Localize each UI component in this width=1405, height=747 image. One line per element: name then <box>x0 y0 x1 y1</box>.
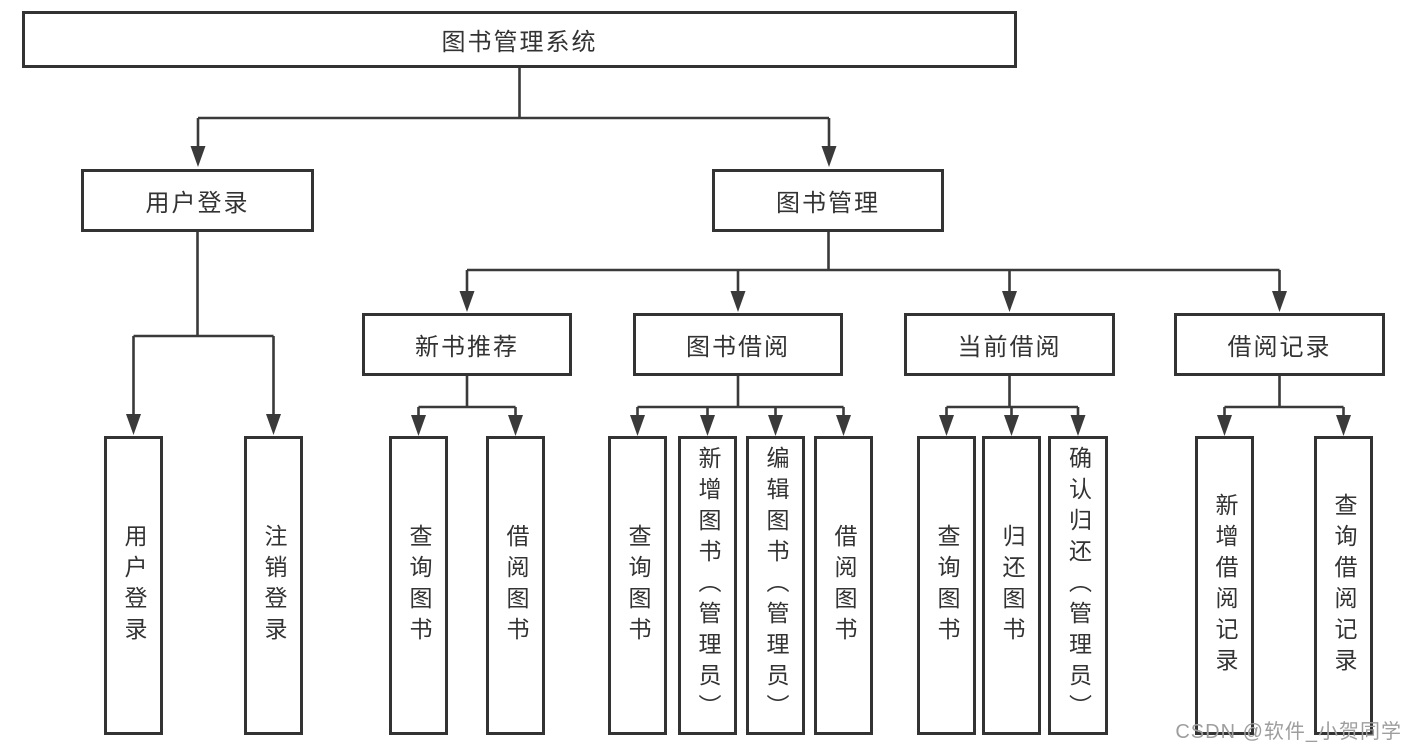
leaf-query-books-current-label: 查询图书 <box>934 523 960 648</box>
leaf-query-borrowing-record-label: 查询借阅记录 <box>1331 492 1357 679</box>
leaf-borrow-books-recommendation: 借阅图书 <box>486 436 545 735</box>
leaf-borrow-books-recommendation-label: 借阅图书 <box>503 523 529 648</box>
leaf-user-login-label: 用户登录 <box>121 523 147 648</box>
leaf-edit-books-admin: 编辑图书（管理员） <box>746 436 805 735</box>
leaf-query-books-recommendation-label: 查询图书 <box>406 523 432 648</box>
node-library-system-label: 图书管理系统 <box>441 29 598 56</box>
leaf-confirm-return-admin-label: 确认归还（管理员） <box>1065 446 1092 725</box>
leaf-edit-books-admin-label: 编辑图书（管理员） <box>763 446 789 725</box>
leaf-confirm-return-admin: 确认归还（管理员） <box>1048 436 1108 735</box>
node-borrowing-records: 借阅记录 <box>1174 313 1385 376</box>
node-new-book-recommendation: 新书推荐 <box>362 313 572 376</box>
leaf-borrow-books-label: 借阅图书 <box>831 523 857 648</box>
leaf-add-borrowing-record-label: 新增借阅记录 <box>1212 492 1238 679</box>
node-new-book-recommendation-label: 新书推荐 <box>415 334 519 361</box>
leaf-borrow-books: 借阅图书 <box>814 436 873 735</box>
leaf-query-borrowing-record: 查询借阅记录 <box>1314 436 1373 735</box>
node-user-login-label: 用户登录 <box>145 190 250 217</box>
node-book-borrowing-label: 图书借阅 <box>686 334 790 361</box>
leaf-query-books-borrowing-label: 查询图书 <box>625 523 651 648</box>
leaf-return-books-label: 归还图书 <box>999 523 1025 648</box>
leaf-add-books-admin-label: 新增图书（管理员） <box>695 446 721 725</box>
node-book-management-label: 图书管理 <box>776 190 880 217</box>
leaf-query-books-borrowing: 查询图书 <box>608 436 667 735</box>
leaf-query-books-recommendation: 查询图书 <box>389 436 448 735</box>
node-borrowing-records-label: 借阅记录 <box>1227 334 1332 361</box>
node-current-borrowing: 当前借阅 <box>904 313 1115 376</box>
leaf-logout: 注销登录 <box>244 436 303 735</box>
leaf-user-login: 用户登录 <box>104 436 163 735</box>
leaf-query-books-current: 查询图书 <box>917 436 976 735</box>
node-book-borrowing: 图书借阅 <box>633 313 843 376</box>
node-current-borrowing-label: 当前借阅 <box>957 334 1062 361</box>
node-user-login: 用户登录 <box>81 169 314 232</box>
leaf-return-books: 归还图书 <box>982 436 1041 735</box>
arrowheads <box>126 146 1351 436</box>
node-book-management: 图书管理 <box>712 169 944 232</box>
node-library-system: 图书管理系统 <box>22 11 1017 68</box>
leaf-logout-label: 注销登录 <box>261 523 287 648</box>
leaf-add-books-admin: 新增图书（管理员） <box>678 436 737 735</box>
csdn-watermark: CSDN @软件_小贺同学 <box>1175 721 1402 743</box>
leaf-add-borrowing-record: 新增借阅记录 <box>1195 436 1254 735</box>
